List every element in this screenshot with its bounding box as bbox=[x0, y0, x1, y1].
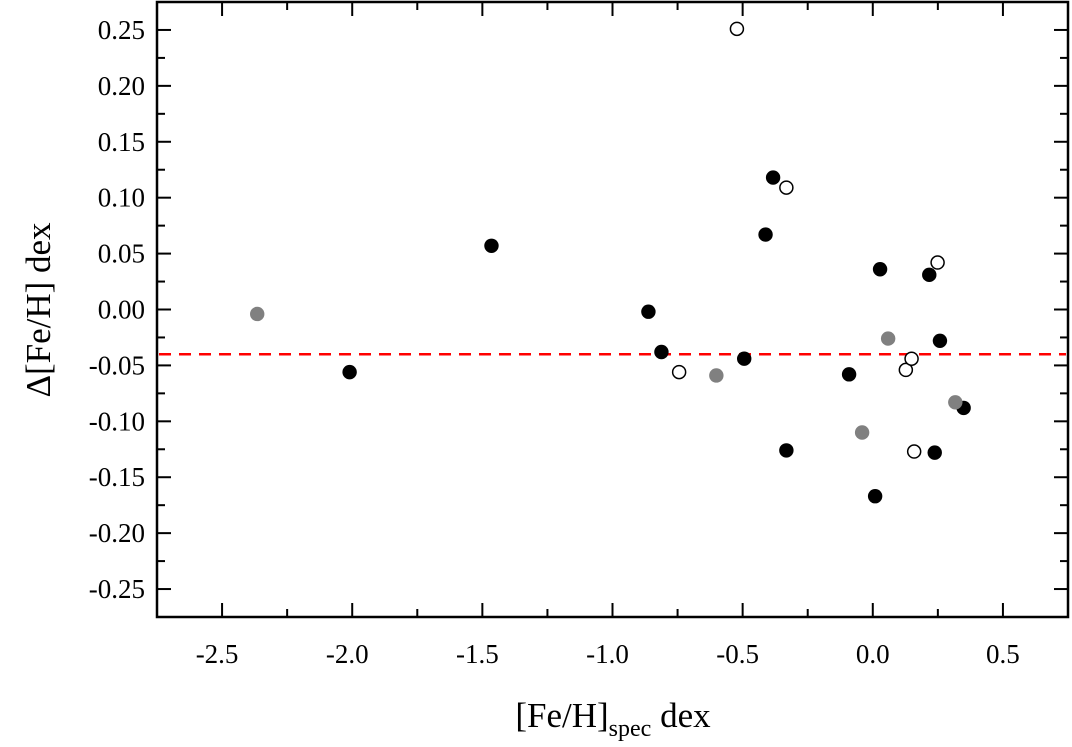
x-tick-label: -2.0 bbox=[326, 639, 369, 669]
y-tick-label: 0.05 bbox=[98, 239, 145, 269]
x-axis-label-suffix: dex bbox=[651, 696, 711, 735]
open-circle-point bbox=[930, 255, 945, 270]
black-point bbox=[654, 344, 669, 360]
open-circle-point bbox=[779, 180, 794, 195]
black-point bbox=[765, 170, 781, 185]
x-tick-labels: -2.5 -2.0 -1.5 -1.0 -0.5 0.0 0.5 bbox=[196, 639, 1020, 669]
y-tick-label: -0.20 bbox=[89, 518, 145, 548]
y-tick-label: -0.15 bbox=[89, 462, 145, 492]
y-tick-label: 0.20 bbox=[98, 71, 145, 101]
y-tick-label: 0.15 bbox=[98, 127, 145, 157]
x-tick-label: -1.0 bbox=[586, 639, 629, 669]
y-tick-label: -0.05 bbox=[89, 350, 145, 380]
black-point bbox=[342, 364, 357, 380]
black-point bbox=[841, 367, 857, 382]
black-point bbox=[872, 262, 888, 277]
black-point bbox=[932, 333, 948, 349]
open-circle-point bbox=[729, 21, 745, 37]
black-point bbox=[737, 351, 752, 366]
y-tick-label: 0.25 bbox=[98, 15, 145, 45]
x-axis-label-subscript: spec bbox=[609, 716, 652, 742]
black-point bbox=[641, 304, 656, 319]
x-tick-label: 0.0 bbox=[856, 639, 890, 669]
y-tick-label: 0.00 bbox=[98, 295, 145, 325]
black-point bbox=[927, 445, 942, 460]
x-tick-label: -0.5 bbox=[716, 639, 759, 669]
data-points bbox=[250, 21, 971, 504]
open-circle-point bbox=[904, 351, 919, 366]
open-circle-point bbox=[671, 364, 687, 380]
black-point bbox=[922, 267, 937, 283]
gray-point bbox=[880, 331, 896, 346]
x-tick-label: -2.5 bbox=[196, 639, 239, 669]
gray-point bbox=[250, 306, 265, 322]
black-point bbox=[758, 227, 773, 242]
y-axis-label: Δ[Fe/H] dex bbox=[19, 222, 58, 398]
open-circle-point bbox=[898, 362, 914, 378]
open-circle-point bbox=[906, 444, 922, 459]
y-tick-label: 0.10 bbox=[98, 183, 145, 213]
y-tick-label: -0.10 bbox=[89, 406, 145, 436]
x-tick-label: -1.5 bbox=[456, 639, 499, 669]
black-point bbox=[867, 489, 883, 504]
x-tick-label: 0.5 bbox=[986, 639, 1020, 669]
gray-point bbox=[948, 395, 963, 410]
y-tick-labels: 0.25 0.20 0.15 0.10 0.05 0.00 -0.05 -0.10 -0.15 -… bbox=[89, 15, 145, 604]
y-tick-label: -0.25 bbox=[89, 574, 145, 604]
black-point bbox=[484, 238, 499, 253]
plot-frame bbox=[155, 0, 1070, 619]
axis-ticks bbox=[157, 1, 1069, 618]
x-axis-label: [Fe/H]spec dex bbox=[515, 696, 711, 742]
black-point bbox=[779, 443, 794, 458]
gray-point bbox=[854, 425, 870, 440]
gray-point bbox=[709, 368, 724, 383]
